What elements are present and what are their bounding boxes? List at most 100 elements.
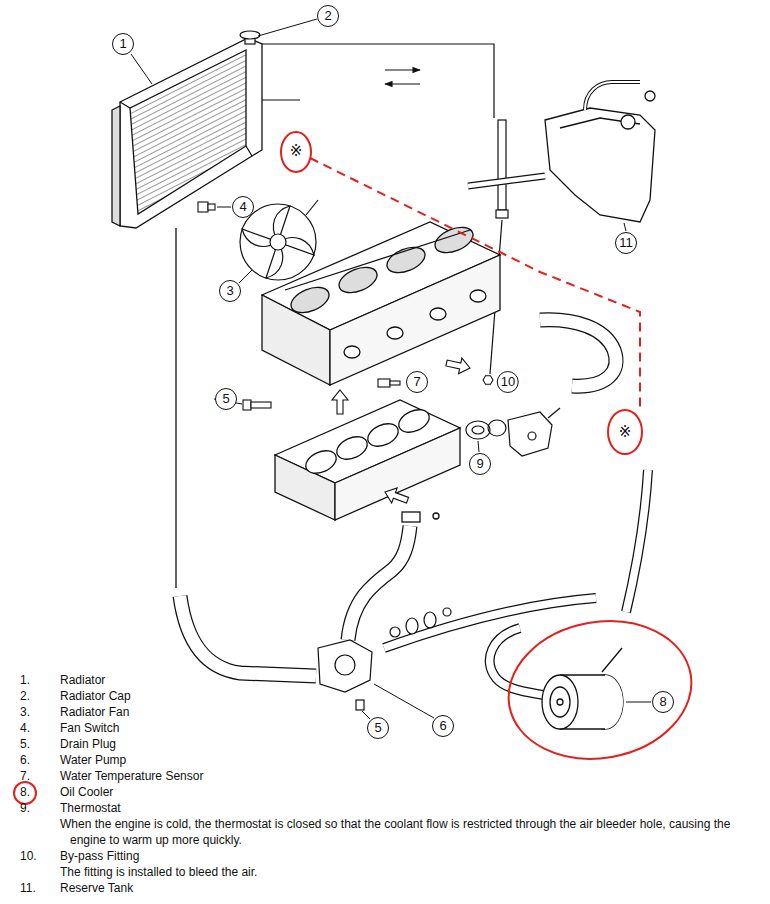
part-name: Water Temperature Sensor	[60, 768, 203, 784]
cylinder-block	[395, 405, 432, 436]
hoses	[626, 470, 648, 612]
hoses	[626, 470, 648, 612]
overflow-pipe	[385, 83, 420, 84]
item-number: 6.	[20, 752, 30, 768]
reference-mark: ※	[290, 142, 303, 160]
reserve-tank	[585, 82, 640, 110]
note-text: The fitting is installed to bleed the ai…	[60, 864, 760, 880]
cylinder-block	[364, 419, 401, 450]
cylinder-head	[335, 262, 380, 297]
thermostat	[508, 412, 552, 456]
radiator-cap	[240, 31, 260, 39]
part-name: By-pass Fitting	[60, 848, 139, 864]
item-number: 7.	[20, 768, 30, 784]
callout-number: 3	[219, 280, 241, 302]
item-number: 4.	[20, 720, 30, 736]
part-name: Water Pump	[60, 752, 126, 768]
item-number: 2.	[20, 688, 30, 704]
thermostat	[548, 408, 560, 418]
part-name: Reserve Tank	[60, 880, 133, 896]
reserve-tank	[585, 82, 640, 110]
thermostat	[466, 421, 490, 439]
part-name: Oil Cooler	[60, 784, 113, 800]
cylinder-block	[333, 432, 370, 463]
fan-switch	[198, 202, 215, 212]
item-number: 3.	[20, 704, 30, 720]
item-number: 5.	[20, 736, 30, 752]
overflow-pipe	[262, 44, 494, 118]
red-markup	[14, 782, 36, 804]
red-markup	[498, 607, 703, 773]
leader-line	[131, 19, 651, 719]
red-markup	[281, 132, 311, 172]
flow-arrow	[332, 355, 472, 508]
hoses	[384, 598, 596, 648]
note-text: When the engine is cold, the thermostat …	[60, 816, 760, 848]
flow-arrow	[332, 390, 348, 414]
leader-line	[239, 270, 252, 283]
cylinder-block	[433, 513, 439, 519]
overflow-pipe	[498, 120, 506, 210]
flow-arrow	[382, 484, 410, 507]
part-name: Radiator Cap	[60, 688, 131, 704]
red-markup	[608, 410, 642, 454]
callout-number: 6	[432, 715, 454, 737]
radiator	[112, 38, 262, 588]
hoses	[384, 598, 596, 648]
water-pump	[335, 655, 355, 675]
item-number: 8.	[20, 784, 30, 800]
oil-cooler	[557, 699, 563, 705]
item-number: 9.	[20, 800, 30, 816]
radiator-fan	[240, 204, 316, 280]
cylinder-head	[285, 230, 470, 290]
radiator-cap	[240, 31, 260, 44]
overflow-pipe	[262, 99, 300, 100]
hoses	[348, 526, 410, 640]
cylinder-block	[402, 512, 420, 522]
hoses	[490, 628, 548, 696]
thermostat	[528, 432, 536, 440]
red-markup	[310, 158, 640, 410]
callout-number: 7	[406, 371, 428, 393]
radiator	[130, 50, 246, 214]
water-pump	[318, 608, 451, 710]
oil-cooler	[542, 675, 578, 729]
hoses	[180, 176, 648, 696]
drain-plug	[243, 400, 251, 410]
cylinder-block	[275, 400, 460, 522]
reference-mark: ※	[619, 423, 632, 441]
flow-arrow	[445, 355, 472, 376]
callout-number: 8	[652, 691, 674, 713]
drain-plug	[243, 400, 271, 410]
water-pump	[356, 700, 364, 710]
hoses	[490, 628, 548, 696]
cylinder-head	[383, 242, 428, 277]
radiator	[246, 146, 252, 156]
reserve-tank	[621, 115, 635, 129]
oil-cooler	[560, 728, 605, 729]
callout-number: 10	[497, 371, 519, 393]
callout-number: 5	[367, 717, 389, 739]
water-temperature-sensor	[390, 381, 400, 385]
cylinder-head	[470, 290, 486, 302]
part-name: Fan Switch	[60, 720, 119, 736]
item-number: 10.	[20, 848, 37, 864]
leader-line	[374, 684, 434, 718]
leader-line	[217, 207, 231, 208]
hoses	[180, 596, 316, 676]
drain-plug	[251, 402, 271, 408]
callout-number: 5	[215, 388, 237, 410]
hoses	[348, 526, 410, 640]
item-number: 1.	[20, 672, 30, 688]
water-temperature-sensor	[378, 379, 400, 387]
water-pump	[318, 640, 372, 692]
water-temperature-sensor	[378, 379, 390, 387]
water-pump	[443, 608, 451, 616]
cylinder-head	[262, 222, 500, 385]
cylinder-head	[387, 327, 403, 339]
cylinder-head	[344, 346, 360, 358]
reserve-tank	[545, 82, 655, 222]
overflow-pipe	[496, 210, 508, 218]
